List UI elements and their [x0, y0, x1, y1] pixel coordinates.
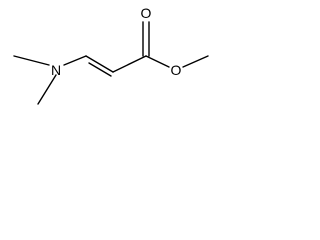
n-methyl-bottom-bond	[37, 74, 57, 105]
nitrogen-label: N	[51, 62, 61, 78]
carbonyl-oxygen-label: O	[141, 5, 152, 21]
vinyl-carbonyl-bond	[112, 55, 147, 73]
ester-bond	[145, 55, 170, 68]
o-methyl-bond	[182, 55, 209, 68]
ester-oxygen-label: O	[171, 62, 182, 78]
n-methyl-top-bond	[13, 55, 50, 66]
alkene-bond-inner	[88, 62, 112, 77]
n-vinyl-bond	[63, 55, 87, 66]
chemical-structure: N O O	[13, 5, 209, 105]
alkene-bond	[85, 55, 114, 73]
